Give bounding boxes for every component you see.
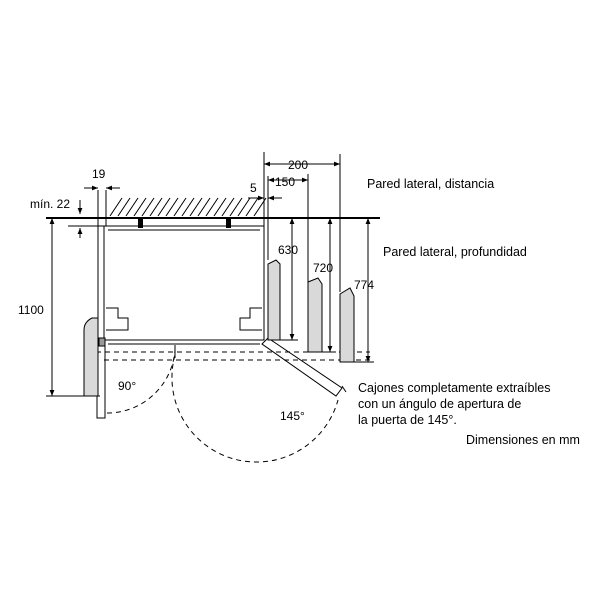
dimension-top-right: 200 150 5	[248, 152, 341, 292]
dimension-19: 19	[84, 167, 120, 330]
right-side-walls	[267, 259, 355, 363]
wall-hatching	[109, 197, 267, 217]
label-150: 150	[275, 175, 295, 189]
rear-wall	[46, 197, 380, 219]
label-min-22: mín. 22	[30, 197, 70, 211]
label-19: 19	[92, 167, 106, 181]
doors	[96, 337, 370, 463]
side-wall-distance-label: Pared lateral, distancia	[367, 177, 494, 191]
label-630: 630	[278, 243, 298, 257]
left-side-wall	[83, 317, 99, 397]
label-720: 720	[313, 261, 333, 275]
dimension-min-22: mín. 22	[30, 197, 104, 238]
drawers-note-line1: Cajones completamente extraíbles	[358, 381, 550, 395]
dimension-depths: 630 720 774	[278, 218, 374, 363]
drawers-note-line2: con un ángulo de apertura de	[358, 397, 521, 411]
units-note: Dimensiones en mm	[466, 433, 580, 447]
label-5: 5	[250, 181, 257, 195]
label-1100: 1100	[18, 303, 44, 317]
drawers-note-line3: la puerta de 145°.	[358, 413, 457, 427]
appliance-body	[103, 218, 265, 345]
side-wall-depth-label: Pared lateral, profundidad	[383, 245, 527, 259]
dimension-1100: 1100	[18, 218, 100, 397]
label-90-degrees: 90°	[118, 379, 136, 393]
label-145-degrees: 145°	[280, 409, 305, 423]
label-774: 774	[354, 278, 374, 292]
label-200: 200	[288, 158, 308, 172]
